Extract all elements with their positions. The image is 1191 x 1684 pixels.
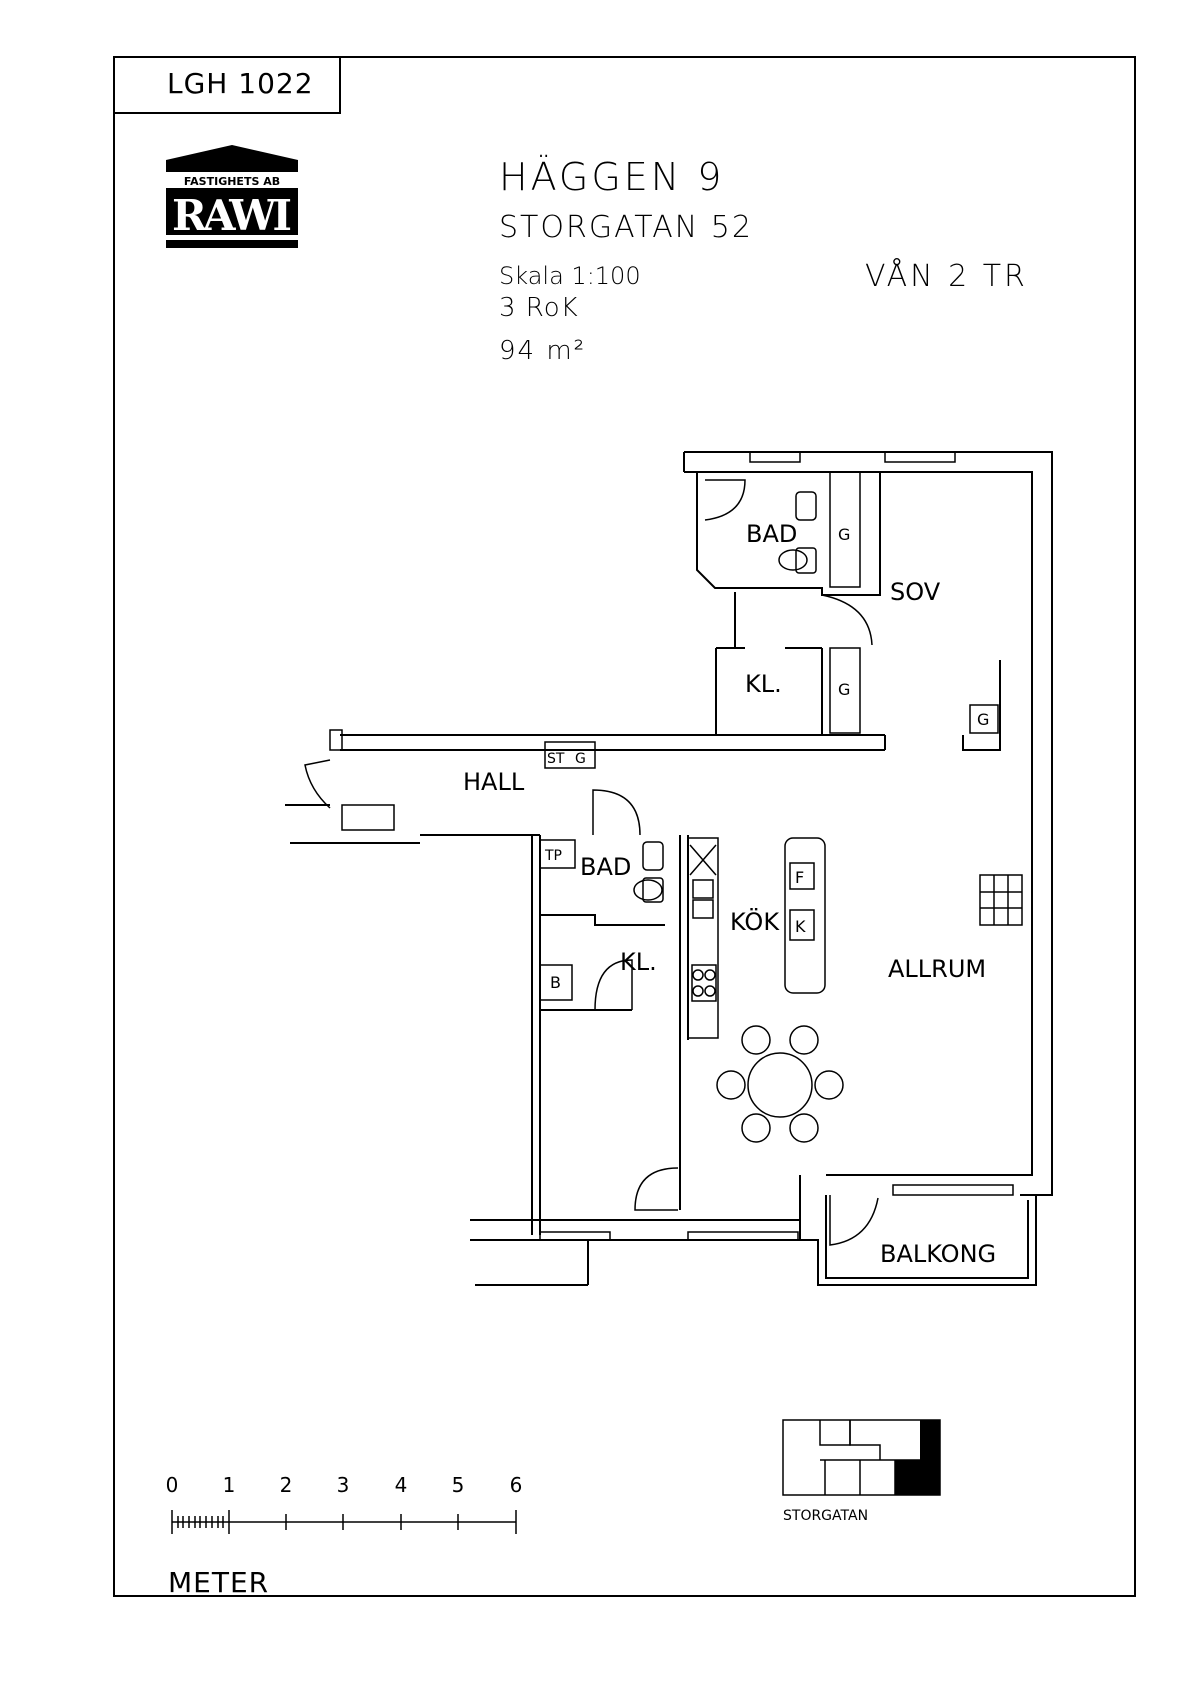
fixtures bbox=[633, 479, 1023, 1143]
floor-area: 94 m² bbox=[499, 336, 587, 366]
label-b: B bbox=[550, 973, 561, 992]
scale-tick-3: 3 bbox=[337, 1473, 350, 1497]
label-k: K bbox=[795, 917, 806, 936]
scale-tick-6: 6 bbox=[510, 1473, 523, 1497]
label-g-hall: G bbox=[575, 751, 586, 767]
label-g-closet: G bbox=[838, 680, 850, 699]
room-count: 3 RoK bbox=[499, 293, 579, 323]
scale-unit: METER bbox=[168, 1566, 269, 1599]
label-hall: HALL bbox=[463, 768, 525, 796]
scale-tick-1: 1 bbox=[223, 1473, 236, 1497]
label-g-upper: G bbox=[838, 525, 850, 544]
label-tp: TP bbox=[544, 848, 562, 864]
label-bad-lower: BAD bbox=[580, 853, 631, 881]
logo-top-text: FASTIGHETS AB bbox=[184, 175, 280, 188]
label-bad-upper: BAD bbox=[746, 520, 797, 548]
scale-tick-2: 2 bbox=[280, 1473, 293, 1497]
dining-table-icon bbox=[716, 1025, 844, 1143]
door-swings bbox=[592, 594, 879, 1246]
key-plan-street: STORGATAN bbox=[783, 1508, 868, 1524]
label-allrum: ALLRUM bbox=[888, 955, 986, 983]
logo-name: RAWI bbox=[172, 191, 292, 240]
scale-minor-ticks bbox=[177, 1516, 224, 1528]
exterior-walls bbox=[285, 451, 1053, 1286]
scale-tick-0: 0 bbox=[166, 1473, 179, 1497]
rawi-logo: FASTIGHETS AB RAWI bbox=[166, 145, 298, 248]
property-title: HÄGGEN 9 bbox=[499, 155, 725, 199]
label-kok: KÖK bbox=[730, 907, 780, 936]
floor-level: VÅN 2 TR bbox=[865, 259, 1028, 294]
label-kl-upper: KL. bbox=[745, 670, 782, 698]
drawing-frame bbox=[113, 56, 1136, 1597]
scale-bar: 0 1 2 3 4 5 6 METER bbox=[166, 1473, 523, 1599]
label-balkong: BALKONG bbox=[880, 1240, 996, 1268]
key-plan: STORGATAN bbox=[782, 1419, 941, 1524]
room-labels: BAD G SOV KL. G G HALL ST G TP BAD KÖK F… bbox=[463, 520, 996, 1268]
label-f: F bbox=[795, 868, 804, 887]
scale-text: Skala 1:100 bbox=[499, 262, 641, 290]
apartment-number: LGH 1022 bbox=[113, 56, 341, 114]
storage-grid-icon bbox=[979, 874, 1023, 926]
label-sov: SOV bbox=[890, 578, 941, 606]
scale-tick-4: 4 bbox=[395, 1473, 408, 1497]
label-st: ST bbox=[547, 751, 565, 767]
street-address: STORGATAN 52 bbox=[499, 210, 753, 245]
label-g-allrum: G bbox=[977, 710, 989, 729]
label-kl-lower: KL. bbox=[620, 948, 657, 976]
scale-tick-5: 5 bbox=[452, 1473, 465, 1497]
